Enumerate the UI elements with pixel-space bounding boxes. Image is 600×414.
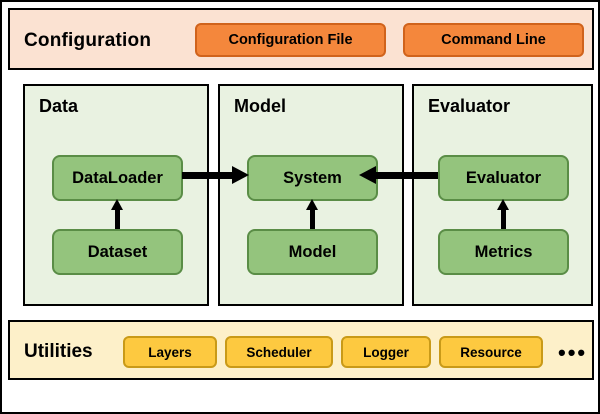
configuration-title: Configuration bbox=[24, 30, 152, 51]
evaluator-box[interactable]: Evaluator bbox=[438, 155, 569, 201]
arrow-evaluator-to-system bbox=[359, 166, 438, 184]
dataloader-box[interactable]: DataLoader bbox=[52, 155, 183, 201]
arrow-head-left-icon bbox=[359, 166, 376, 184]
metrics-box[interactable]: Metrics bbox=[438, 229, 569, 275]
arrow-head-up-icon bbox=[497, 199, 509, 210]
panel-model: Model System Model bbox=[218, 84, 404, 306]
panel-data: Data DataLoader Dataset bbox=[23, 84, 209, 306]
utilities-more-ellipsis: ••• bbox=[558, 340, 588, 365]
utilities-band: Utilities Layers Scheduler Logger Resour… bbox=[8, 320, 594, 380]
system-box[interactable]: System bbox=[247, 155, 378, 201]
utility-layers-box[interactable]: Layers bbox=[123, 336, 217, 368]
panel-data-title: Data bbox=[39, 96, 79, 116]
model-box[interactable]: Model bbox=[247, 229, 378, 275]
utilities-title: Utilities bbox=[24, 341, 93, 362]
utility-scheduler-box[interactable]: Scheduler bbox=[225, 336, 333, 368]
arrow-shaft bbox=[182, 172, 235, 179]
panel-evaluator: Evaluator Evaluator Metrics bbox=[412, 84, 593, 306]
arrow-shaft bbox=[501, 208, 506, 229]
arrow-shaft bbox=[310, 208, 315, 229]
arrow-shaft bbox=[376, 172, 438, 179]
configuration-file-box[interactable]: Configuration File bbox=[195, 23, 386, 57]
dataset-box[interactable]: Dataset bbox=[52, 229, 183, 275]
utility-resource-box[interactable]: Resource bbox=[439, 336, 543, 368]
arrow-head-right-icon bbox=[232, 166, 249, 184]
arrow-dataset-to-dataloader bbox=[111, 199, 124, 229]
utility-logger-box[interactable]: Logger bbox=[341, 336, 431, 368]
arrow-head-up-icon bbox=[306, 199, 318, 210]
panel-model-title: Model bbox=[234, 96, 286, 116]
arrow-dataloader-to-system bbox=[182, 166, 249, 184]
configuration-band: Configuration Configuration File Command… bbox=[8, 8, 594, 70]
arrow-head-up-icon bbox=[111, 199, 123, 210]
panel-evaluator-title: Evaluator bbox=[428, 96, 511, 116]
command-line-box[interactable]: Command Line bbox=[403, 23, 584, 57]
arrow-metrics-to-evaluator bbox=[497, 199, 510, 229]
arrow-model-to-system bbox=[306, 199, 319, 229]
arrow-shaft bbox=[115, 208, 120, 229]
